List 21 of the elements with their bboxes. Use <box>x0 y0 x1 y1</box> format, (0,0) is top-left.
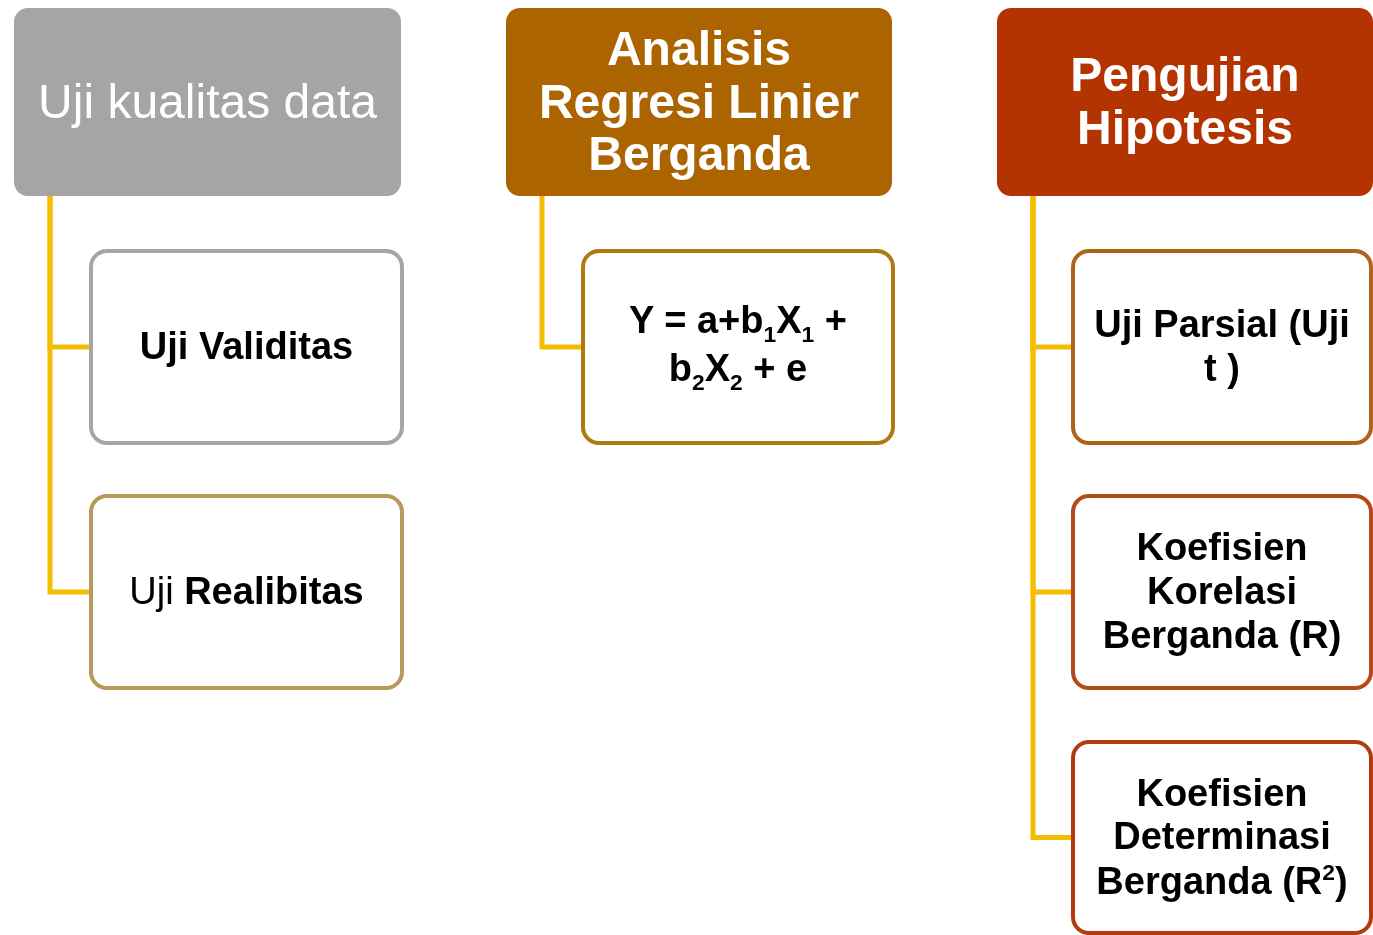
item-box <box>581 249 895 445</box>
item-box <box>1071 249 1373 445</box>
header-box <box>14 8 401 196</box>
header-text: Uji kualitas data <box>38 75 377 129</box>
item-text: Uji Realibitas <box>129 570 364 614</box>
item-text: Koefisien Determinasi Berganda (R$^{2}$) <box>1095 771 1349 904</box>
header-text: Analisis Regresi Linier Berganda <box>537 22 861 182</box>
item-text: Uji Validitas <box>139 325 354 369</box>
header-text: Pengujian Hipotesis <box>1069 49 1301 155</box>
header-box <box>506 8 892 196</box>
item-box <box>89 494 404 690</box>
item-box <box>89 249 404 445</box>
item-text: Y = a+b$_{1}$X$_{1}$ + b$_{2}$X$_{2}$ + e <box>628 299 848 395</box>
item-text: Koefisien Korelasi Berganda (R) <box>1101 526 1343 658</box>
connector-line <box>539 196 581 350</box>
connector-line <box>47 196 89 595</box>
connector-line <box>1030 196 1071 840</box>
item-box <box>1071 494 1373 690</box>
item-box <box>1071 740 1373 935</box>
header-box <box>997 8 1373 196</box>
item-text: Uji Parsial (Uji t ) <box>1093 303 1351 391</box>
